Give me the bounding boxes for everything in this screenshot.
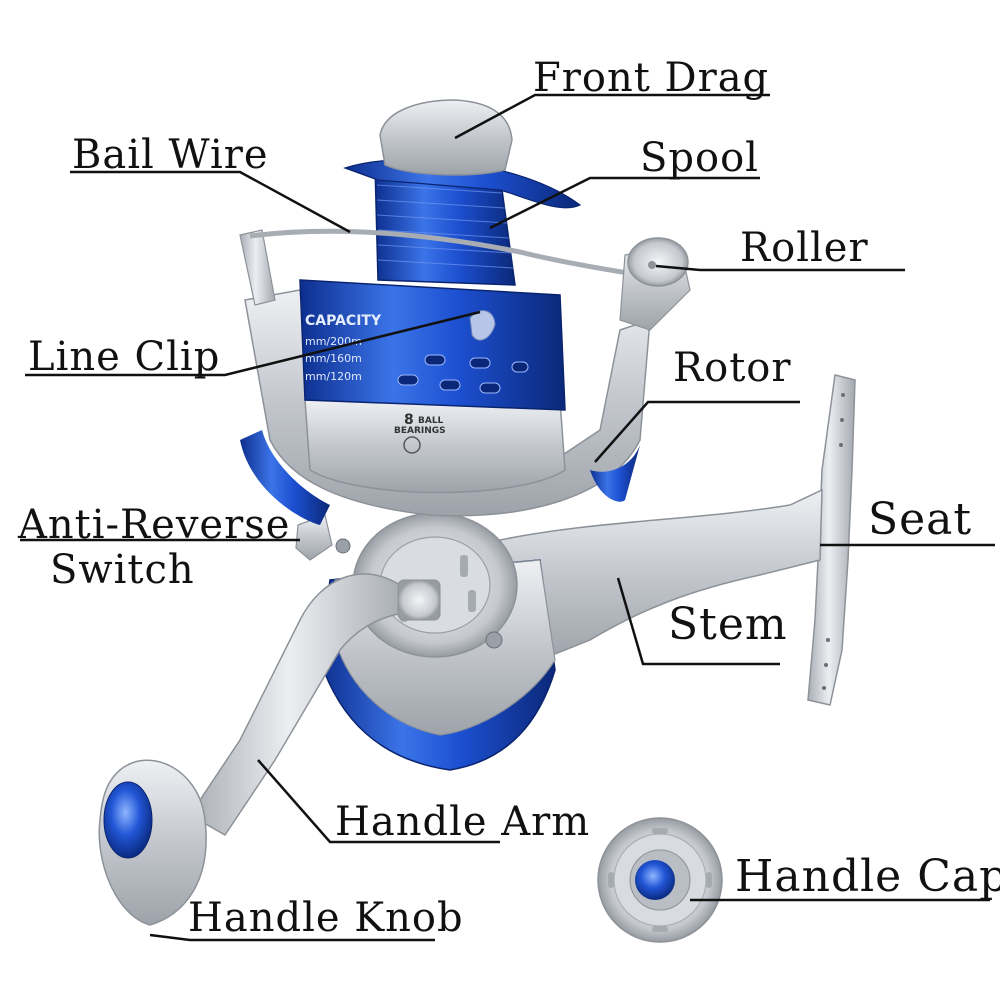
label-seat: Seat (868, 494, 973, 545)
leader-front-drag (454, 93, 770, 140)
label-handle-cap: Handle Cap (735, 851, 1000, 902)
label-front-drag: Front Drag (533, 55, 770, 101)
leader-stem (616, 577, 780, 666)
label-anti-reverse: Anti-Reverse (18, 502, 291, 548)
capacity-label: CAPACITY (305, 313, 382, 329)
label-stem: Stem (668, 599, 788, 650)
bearings-word-1: BALL (418, 416, 444, 426)
handle-cap-part (597, 817, 723, 943)
leader-lines (20, 93, 995, 942)
leader-handle-arm (257, 759, 500, 844)
label-rotor: Rotor (673, 345, 792, 391)
label-spool: Spool (640, 135, 759, 181)
spool-skirt (304, 399, 566, 494)
leader-spool (489, 176, 760, 230)
capacity-line-3: mm/120m (305, 370, 362, 383)
spool-part: CAPACITY mm/200m mm/160m mm/120m (299, 158, 582, 411)
roller-part (619, 237, 691, 331)
label-roller: Roller (740, 225, 869, 271)
label-bail-wire: Bail Wire (72, 132, 269, 178)
label-line-clip: Line Clip (28, 334, 221, 380)
capacity-line-2: mm/160m (305, 352, 362, 365)
handle-knob-part (98, 759, 207, 926)
capacity-line-1: mm/200m (305, 335, 362, 348)
leader-rotor (594, 400, 800, 463)
bail-wire-part (249, 228, 661, 281)
stem-part (499, 488, 823, 661)
ball-bearings-badge: 8 BALL BEARINGS (394, 412, 446, 454)
label-anti-reverse-switch: Switch (50, 547, 195, 593)
front-drag-part (379, 99, 513, 176)
leader-roller (655, 264, 905, 272)
label-handle-arm: Handle Arm (335, 799, 591, 845)
bearings-count: 8 (404, 412, 414, 428)
leader-line-clip (25, 310, 481, 377)
bearings-word-2: BEARINGS (394, 426, 446, 436)
leader-bail-wire (70, 170, 351, 234)
label-handle-knob: Handle Knob (188, 895, 464, 941)
leader-handle-knob (149, 933, 435, 942)
